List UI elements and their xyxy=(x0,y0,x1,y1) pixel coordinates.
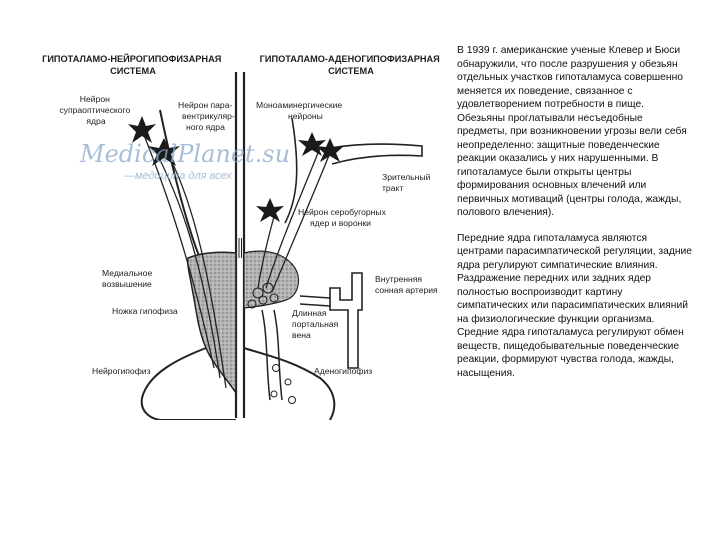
internal-carotid-artery xyxy=(329,272,363,369)
adenohypophysis-outline xyxy=(243,347,336,420)
label-paraventricular-neuron: Нейрон пара- вентрикуляр- ного ядра xyxy=(178,100,237,132)
tuberal-stippled-region xyxy=(243,250,299,309)
label-pituitary-stalk: Ножка гипофиза xyxy=(112,306,178,316)
label-neurohypophysis: Нейрогипофиз xyxy=(92,366,151,376)
monoaminergic-neuron-2 xyxy=(316,138,344,162)
label-supraoptic-neuron: Нейрон супраоптического ядра xyxy=(59,94,132,126)
paragraph-2: Передние ядра гипоталамуса являются цент… xyxy=(457,232,692,379)
label-portal-vein: Длинная портальная вена xyxy=(292,308,341,340)
label-tuberal-neuron: Нейрон серобугорных ядер и воронки xyxy=(298,207,388,228)
paraventricular-neuron xyxy=(148,138,180,166)
axon-tracts xyxy=(141,129,333,389)
tuberal-neuron xyxy=(256,198,284,222)
hypothalamus-pituitary-diagram: ГИПОТАЛАМО-НЕЙРОГИПОФИЗАРНАЯ СИСТЕМА ГИП… xyxy=(30,48,450,420)
portal-vein xyxy=(261,309,283,401)
optic-tract xyxy=(329,143,423,165)
label-median-eminence: Медиальное возвышение xyxy=(102,268,155,289)
label-internal-carotid: Внутренняя сонная артерия xyxy=(375,274,438,295)
label-optic-tract: Зрительный тракт xyxy=(382,172,433,193)
text-column: В 1939 г. американские ученые Клевер и Б… xyxy=(457,44,693,392)
median-eminence-region xyxy=(187,251,237,396)
svg-text:MedicalPlanet.su: MedicalPlanet.su xyxy=(79,140,290,168)
neurohypophysis-outline xyxy=(140,347,236,420)
monoaminergic-neuron-1 xyxy=(298,132,326,156)
watermark: MedicalPlanet.su —медицина для всех xyxy=(79,140,290,182)
right-tissue-contour xyxy=(284,117,298,224)
label-adenohypophysis: Аденогипофиз xyxy=(314,366,372,376)
title-right: ГИПОТАЛАМО-АДЕНОГИПОФИЗАРНАЯ СИСТЕМА xyxy=(260,54,443,76)
title-left: ГИПОТАЛАМО-НЕЙРОГИПОФИЗАРНАЯ СИСТЕМА xyxy=(42,53,224,76)
svg-text:—медицина для всех: —медицина для всех xyxy=(123,170,232,182)
paragraph-1: В 1939 г. американские ученые Клевер и Б… xyxy=(457,45,687,218)
label-monoaminergic-neurons: Моноаминергические нейроны xyxy=(256,100,345,121)
adenohypophysis-cells xyxy=(270,364,296,404)
supraoptic-neuron xyxy=(128,116,156,143)
midline-ventricle xyxy=(234,72,246,418)
